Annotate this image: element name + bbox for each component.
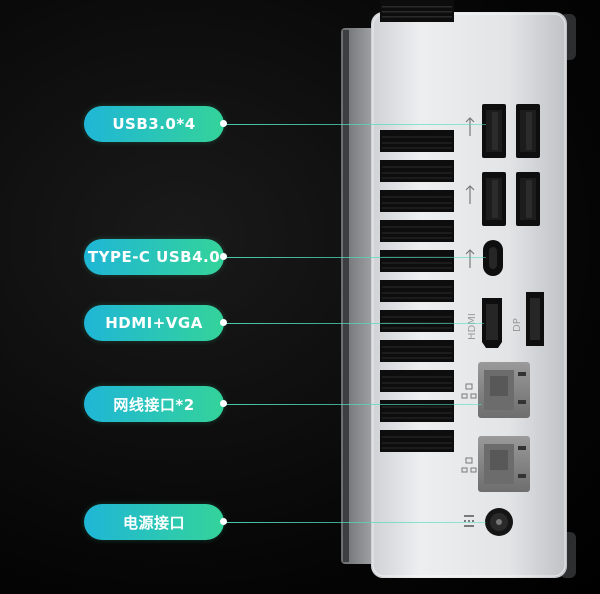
callout-usb30: USB3.0*4 [84, 106, 227, 142]
leader-line-power [224, 522, 486, 523]
usb-icon [465, 249, 475, 268]
leader-line-typec [224, 257, 486, 258]
callout-label: HDMI+VGA [105, 314, 203, 332]
chassis-side [341, 28, 377, 564]
usb-a-port [482, 172, 506, 226]
usb-c-port [465, 240, 503, 276]
network-icon [461, 383, 477, 473]
dc-power-jack [464, 508, 513, 536]
callout-label: USB3.0*4 [112, 115, 196, 133]
usb-a-ports [465, 104, 540, 226]
callout-anchor-dot [220, 319, 227, 326]
dp-port-label: DP [512, 318, 523, 332]
ethernet-port [478, 436, 530, 492]
usb-a-port [482, 104, 506, 158]
leader-line-usb30 [224, 124, 486, 125]
callout-lan: 网线接口*2 [84, 386, 227, 422]
callout-power: 电源接口 [84, 504, 227, 540]
displayport-port [526, 292, 544, 346]
hdmi-port [482, 298, 502, 348]
callout-anchor-dot [220, 120, 227, 127]
ethernet-ports [461, 362, 530, 492]
callout-hdmi-vga: HDMI+VGA [84, 305, 227, 341]
usb-a-port [516, 172, 540, 226]
dc-power-icon [464, 515, 474, 527]
callout-label: 电源接口 [122, 513, 185, 532]
callout-anchor-dot [220, 400, 227, 407]
callout-typec: TYPE-C USB4.0 [84, 239, 227, 275]
callout-label: TYPE-C USB4.0 [87, 248, 221, 266]
superspeed-usb-icon [465, 117, 475, 204]
ethernet-port [478, 362, 530, 418]
callout-anchor-dot [220, 253, 227, 260]
callout-label: 网线接口*2 [113, 395, 195, 414]
vent-grille [380, 0, 454, 22]
callout-anchor-dot [220, 518, 227, 525]
usb-a-port [516, 104, 540, 158]
vent-slots [380, 130, 454, 452]
hdmi-port-label: HDMI [467, 313, 478, 340]
leader-line-lan [224, 404, 482, 405]
leader-line-hdmi-vga [224, 323, 484, 324]
